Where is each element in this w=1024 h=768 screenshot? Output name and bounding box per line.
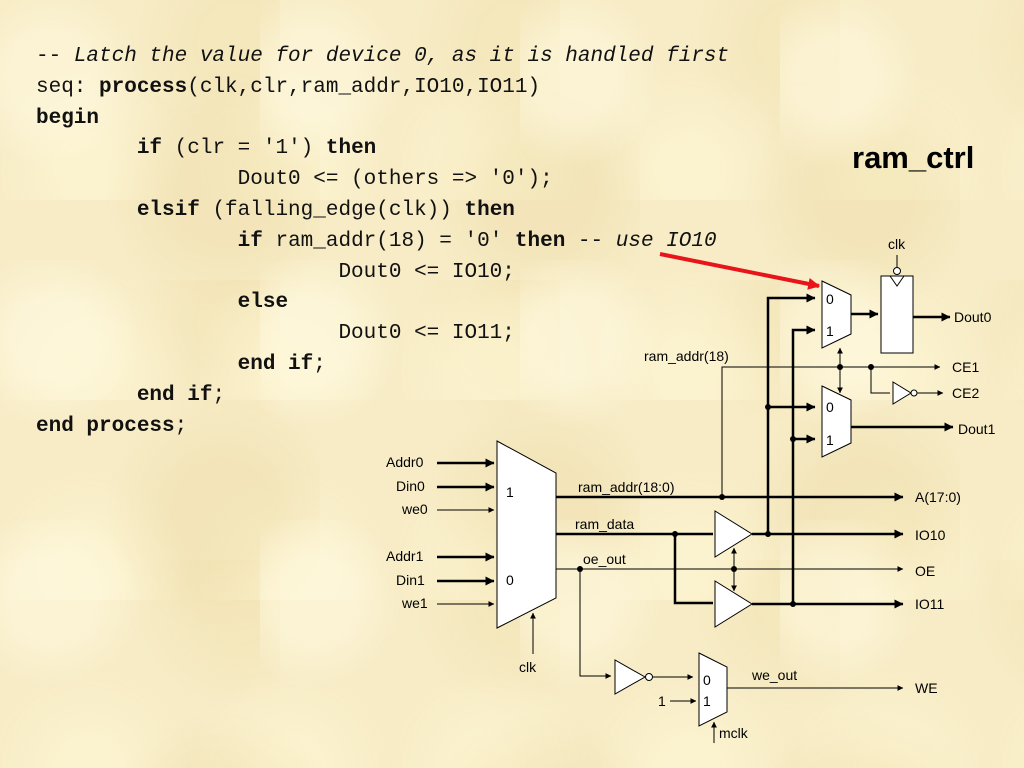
ram-addr-18-label: ram_addr(18): [644, 348, 729, 364]
code-text: (falling_edge(clk)): [199, 198, 465, 222]
tristate-buffer-io11: [714, 580, 753, 628]
mux-dout0-in1: 1: [826, 323, 834, 339]
mux-dout0: 0 1: [821, 280, 852, 349]
code-line: end if;: [36, 384, 225, 407]
dout1-label: Dout1: [958, 421, 996, 437]
mux-dout1-in0: 0: [826, 399, 834, 415]
code-line: -- Latch the value for device 0, as it i…: [36, 45, 729, 68]
code-text: --: [36, 45, 74, 68]
addr1-label: Addr1: [386, 548, 424, 564]
code-text: ;: [174, 414, 188, 438]
code-text: (clk,clr,ram_addr,IO10,IO11): [187, 75, 541, 99]
dout-wires: [851, 309, 954, 432]
code-comment: Latch the value for device 0, as it is h…: [73, 45, 730, 68]
code-text: (clr = '1'): [162, 137, 326, 161]
code-line: else: [36, 291, 288, 314]
code-keyword: end if: [136, 383, 213, 407]
code-keyword: if: [237, 229, 263, 253]
inverter-we: [614, 659, 694, 695]
code-line: Dout0 <= IO10;: [36, 260, 515, 284]
addr0-label: Addr0: [386, 454, 424, 470]
oe-label: OE: [915, 563, 935, 579]
code-text: ;: [212, 383, 226, 407]
we1-label: we1: [401, 595, 428, 611]
tristate-buffer-io10: [714, 510, 753, 558]
input-wires: [437, 458, 536, 654]
code-line: Dout0 <= (others => '0');: [36, 168, 553, 191]
ram-addr-bus-label: ram_addr(18:0): [578, 479, 675, 495]
dout0-label: Dout0: [954, 309, 992, 325]
we-out-label: we_out: [751, 667, 797, 683]
page-title: ram_ctrl: [852, 140, 975, 175]
code-keyword: if: [136, 137, 163, 161]
const-one-label: 1: [658, 693, 666, 709]
main-buses: [556, 364, 941, 679]
mux-we-in0: 0: [703, 672, 711, 688]
mclk-label: mclk: [719, 725, 749, 741]
ce2-label: CE2: [952, 385, 979, 401]
input-mux: 1 0: [496, 440, 557, 629]
code-line: elsif (falling_edge(clk)) then: [36, 199, 515, 222]
code-keyword: end process: [36, 414, 175, 438]
code-text: ram_addr(18) = '0': [262, 229, 515, 253]
junction-dots: [577, 364, 874, 607]
code-line: Dout0 <= IO11;: [36, 322, 515, 346]
code-keyword: else: [237, 291, 289, 315]
code-keyword: process: [99, 75, 188, 99]
we0-label: we0: [401, 501, 428, 517]
code-text: --: [565, 229, 616, 253]
mux-sel0-label: 0: [506, 572, 514, 588]
code-keyword: then: [464, 198, 515, 222]
code-text: Dout0 <= (others => '0');: [237, 168, 553, 192]
code-text: Dout0 <= IO11;: [338, 322, 515, 346]
a-bus-label: A(17:0): [915, 489, 961, 505]
code-keyword: then: [325, 137, 377, 161]
io-wires: [731, 293, 904, 609]
code-text: seq:: [36, 75, 100, 99]
flip-flop-dout0: [880, 255, 914, 354]
clk-top-label: clk: [888, 236, 906, 252]
code-line: begin: [36, 107, 99, 130]
code-line: if (clr = '1') then: [36, 137, 376, 160]
code-comment: use IO10: [615, 229, 717, 253]
code-text: ;: [313, 352, 326, 376]
code-keyword: then: [514, 229, 566, 253]
code-keyword: elsif: [136, 198, 200, 222]
mux-dout1: 0 1: [821, 385, 852, 458]
code-keyword: begin: [36, 106, 100, 130]
mux-we-in1: 1: [703, 693, 711, 709]
code-line: seq: process(clk,clr,ram_addr,IO10,IO11): [36, 76, 540, 99]
code-line: end if;: [36, 353, 326, 376]
mux-dout0-in0: 0: [826, 291, 834, 307]
we-label: WE: [915, 680, 938, 696]
io10-label: IO10: [915, 527, 946, 543]
vhdl-code-block: -- Latch the value for device 0, as it i…: [36, 42, 729, 442]
code-line: end process;: [36, 415, 187, 438]
mux-we: 0 1: [698, 652, 728, 727]
mux-dout1-in1: 1: [826, 432, 834, 448]
ram-data-label: ram_data: [575, 516, 634, 532]
code-text: Dout0 <= IO10;: [338, 260, 515, 284]
mux-sel1-label: 1: [506, 484, 514, 500]
oe-out-label: oe_out: [583, 551, 626, 567]
we-wires: [670, 685, 904, 743]
io11-label: IO11: [915, 596, 945, 612]
din1-label: Din1: [396, 572, 425, 588]
inverter-ce2: [892, 381, 944, 405]
pointer-arrow: [659, 252, 821, 290]
clk-bottom-label: clk: [519, 659, 537, 675]
ce1-label: CE1: [952, 359, 979, 375]
code-keyword: end if: [237, 352, 314, 376]
din0-label: Din0: [396, 478, 425, 494]
code-line: if ram_addr(18) = '0' then -- use IO10: [36, 230, 717, 253]
